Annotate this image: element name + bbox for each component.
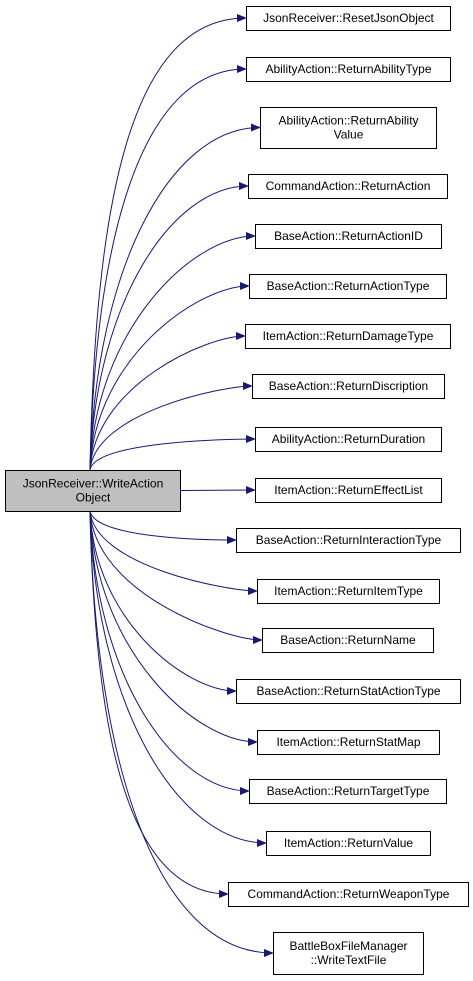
- call-edge: [89, 510, 250, 795]
- callee-node-box: [266, 831, 431, 856]
- call-edge: [89, 182, 249, 471]
- call-edge: [89, 510, 237, 695]
- callee-node-box: [246, 6, 451, 31]
- callee-node-box: [246, 57, 451, 82]
- callee-node-box: [249, 779, 447, 804]
- call-edge: [179, 486, 256, 495]
- callee-node-box: [248, 174, 448, 199]
- callee-node-label: ItemAction::ReturnEffectList: [274, 483, 423, 497]
- callee-node-label: AbilityAction::ReturnDuration: [272, 432, 425, 446]
- callee-node-label: CommandAction::ReturnAction: [266, 179, 431, 193]
- call-nodes: JsonReceiver::ResetJsonObjectAbilityActi…: [5, 6, 469, 975]
- callee-node-label: BaseAction::ReturnInteractionType: [256, 533, 442, 547]
- callee-node-label: JsonReceiver::ResetJsonObject: [263, 11, 434, 25]
- callee-node[interactable]: BaseAction::ReturnActionType: [249, 274, 447, 299]
- root-node-label: Object: [76, 491, 111, 505]
- callee-node[interactable]: ItemAction::ReturnItemType: [257, 579, 440, 604]
- call-edges: [89, 14, 274, 957]
- callee-node-label: ItemAction::ReturnValue: [284, 836, 414, 850]
- callee-node-label: ItemAction::ReturnStatMap: [276, 735, 420, 749]
- callee-node-box: [228, 882, 469, 907]
- callee-node-box: [262, 628, 434, 653]
- call-edge: [89, 282, 250, 471]
- callee-node-box: [252, 374, 445, 399]
- call-edge: [89, 510, 237, 544]
- call-edge: [89, 14, 247, 471]
- callee-node-box: [236, 528, 461, 553]
- callee-node[interactable]: AbilityAction::ReturnDuration: [255, 427, 442, 452]
- callee-node[interactable]: BattleBoxFileManager::WriteTextFile: [273, 932, 424, 975]
- callee-node-box: [255, 478, 442, 503]
- callee-node[interactable]: BaseAction::ReturnDiscription: [252, 374, 445, 399]
- callee-node-box: [257, 579, 440, 604]
- call-edge: [89, 510, 274, 957]
- callee-node-label: BaseAction::ReturnActionType: [267, 279, 430, 293]
- call-edge: [89, 382, 253, 471]
- callee-node[interactable]: BaseAction::ReturnStatActionType: [236, 679, 461, 704]
- root-node-label: JsonReceiver::WriteAction: [23, 477, 164, 491]
- call-edge: [89, 65, 247, 471]
- callee-node-label: BaseAction::ReturnName: [280, 633, 416, 647]
- callee-node-label: BaseAction::ReturnStatActionType: [256, 684, 440, 698]
- root-node-box: [5, 470, 181, 512]
- callee-node[interactable]: CommandAction::ReturnWeaponType: [228, 882, 469, 907]
- callee-node-label: CommandAction::ReturnWeaponType: [248, 887, 450, 901]
- callee-node[interactable]: AbilityAction::ReturnAbilityType: [246, 57, 451, 82]
- callee-node-label: AbilityAction::ReturnAbilityType: [265, 62, 431, 76]
- call-edge: [89, 510, 263, 644]
- callee-node-label: Value: [334, 128, 364, 142]
- callee-node-label: BaseAction::ReturnActionID: [274, 229, 423, 243]
- callee-node-box: [273, 932, 424, 975]
- call-edge: [89, 332, 246, 471]
- callee-node-box: [260, 107, 437, 149]
- callee-node[interactable]: ItemAction::ReturnDamageType: [245, 324, 451, 349]
- callee-node-label: ItemAction::ReturnDamageType: [263, 329, 434, 343]
- callee-node-box: [249, 274, 447, 299]
- callee-node[interactable]: ItemAction::ReturnStatMap: [257, 730, 440, 755]
- call-edge: [89, 510, 267, 847]
- callee-node[interactable]: BaseAction::ReturnInteractionType: [236, 528, 461, 553]
- callee-node-label: AbilityAction::ReturnAbility: [278, 114, 418, 128]
- callee-node[interactable]: ItemAction::ReturnValue: [266, 831, 431, 856]
- callee-node-label: BaseAction::ReturnTargetType: [267, 784, 430, 798]
- call-edge: [89, 510, 229, 898]
- callee-node[interactable]: CommandAction::ReturnAction: [248, 174, 448, 199]
- callee-node[interactable]: BaseAction::ReturnTargetType: [249, 779, 447, 804]
- callee-node[interactable]: BaseAction::ReturnName: [262, 628, 434, 653]
- callee-node-box: [257, 730, 440, 755]
- callee-node[interactable]: ItemAction::ReturnEffectList: [255, 478, 442, 503]
- callee-node-label: ItemAction::ReturnItemType: [274, 584, 423, 598]
- callee-node-box: [255, 224, 442, 249]
- call-edge: [89, 123, 261, 471]
- call-edge: [89, 510, 258, 746]
- callee-node-label: ::WriteTextFile: [311, 953, 387, 967]
- callee-node-box: [255, 427, 442, 452]
- callee-node[interactable]: JsonReceiver::ResetJsonObject: [246, 6, 451, 31]
- callee-node-label: BattleBoxFileManager: [289, 939, 407, 953]
- callee-node-box: [236, 679, 461, 704]
- call-edge: [89, 435, 256, 471]
- callee-node-box: [245, 324, 451, 349]
- call-edge: [89, 232, 256, 471]
- callee-node-label: BaseAction::ReturnDiscription: [269, 379, 428, 393]
- call-edge: [89, 510, 258, 595]
- callee-node[interactable]: BaseAction::ReturnActionID: [255, 224, 442, 249]
